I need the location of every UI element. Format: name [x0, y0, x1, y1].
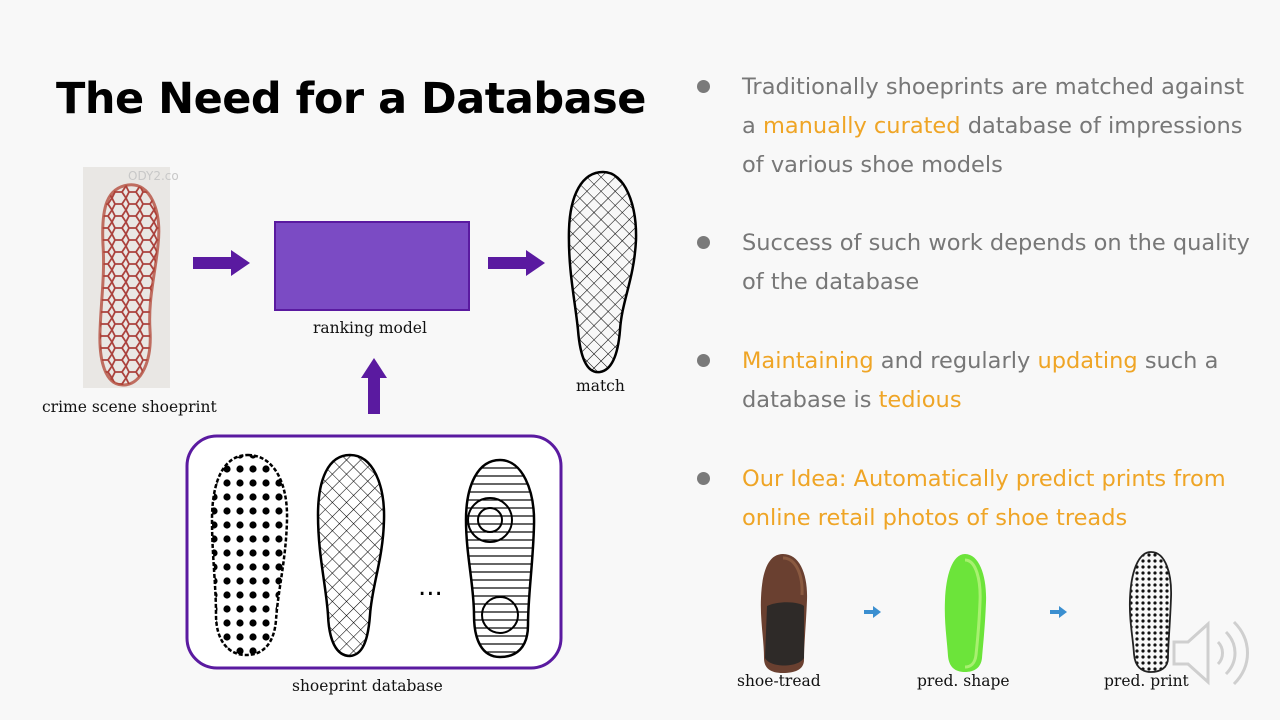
bullet-item: Success of such work depends on the qual… [695, 224, 1255, 302]
bullet-highlight-text: Our Idea: Automatically predict prints f… [742, 466, 1226, 531]
bullet-text: and regularly [873, 348, 1038, 374]
bullet-dot-icon [697, 236, 710, 249]
ellipsis-text: ... [418, 572, 443, 602]
bullet-highlight-text: Maintaining [742, 348, 874, 374]
bullet-highlight-text: updating [1037, 348, 1138, 374]
slide-title: The Need for a Database [56, 74, 646, 124]
bullet-item: Traditionally shoeprints are matched aga… [695, 68, 1255, 185]
database-shoeprint-1 [210, 453, 289, 657]
arrow-right-icon [488, 250, 545, 276]
arrow-right-icon [864, 606, 881, 618]
ranking-model-box [274, 221, 470, 311]
arrow-right-icon [1050, 606, 1067, 618]
predicted-print-image [1128, 551, 1172, 673]
bullet-text: such a database is [742, 348, 1219, 413]
shoe-tread-image [760, 554, 808, 673]
shoe-tread-caption: shoe-tread [737, 672, 821, 690]
watermark-text: ODY2.co [128, 169, 179, 183]
ranking-model-caption: ranking model [313, 319, 427, 337]
bullet-dot-icon [697, 80, 710, 93]
arrow-right-icon [193, 250, 250, 276]
database-caption: shoeprint database [292, 677, 443, 695]
bullet-text: Traditionally shoeprints are matched aga… [742, 74, 1245, 139]
bullet-item: Our Idea: Automatically predict prints f… [695, 460, 1255, 538]
bullet-highlight-text: manually curated [762, 113, 961, 139]
predicted-shape-caption: pred. shape [917, 672, 1010, 690]
predicted-print-caption: pred. print [1104, 672, 1189, 690]
arrow-up-icon [361, 358, 387, 414]
bullet-item: Maintaining and regularly updating such … [695, 342, 1255, 420]
crime-scene-shoeprint-image: ODY2.co [83, 167, 179, 388]
bullet-highlight-text: tedious [878, 387, 962, 413]
predicted-shape-image [944, 554, 987, 672]
database-shoeprint-3 [464, 458, 536, 659]
match-caption: match [576, 377, 625, 395]
bullet-text: Success of such work depends on the qual… [742, 230, 1250, 295]
match-shoeprint-image [567, 170, 638, 374]
bullet-dot-icon [697, 472, 710, 485]
diagram: ODY2.co ... [83, 167, 638, 670]
crime-scene-caption: crime scene shoeprint [42, 398, 217, 416]
bullet-dot-icon [697, 354, 710, 367]
speaker-icon[interactable] [1168, 612, 1258, 692]
prediction-pipeline [760, 551, 1172, 673]
bullet-text: database of impressions of various shoe … [742, 113, 1243, 178]
